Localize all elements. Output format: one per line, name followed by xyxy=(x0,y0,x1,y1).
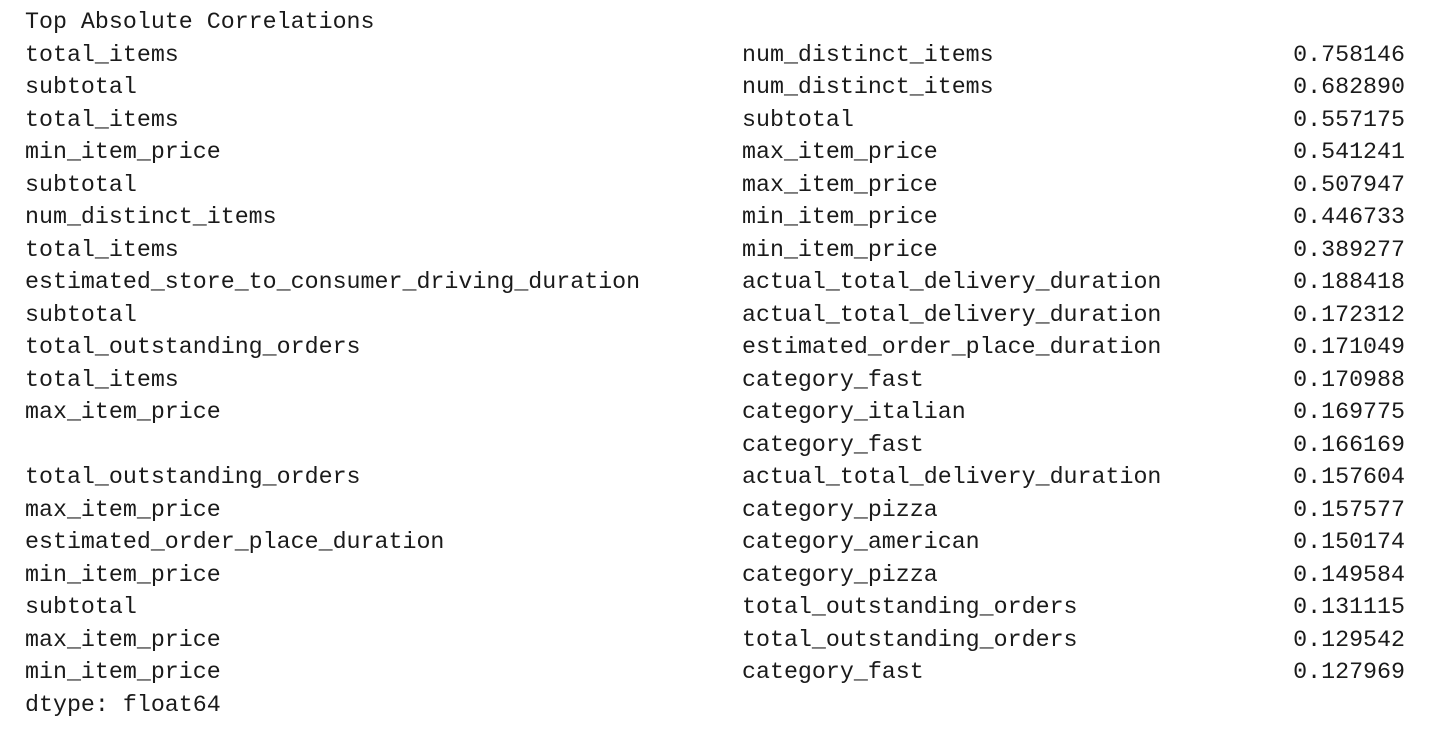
feature-a: total_outstanding_orders xyxy=(25,334,361,360)
feature-b: category_italian xyxy=(742,399,966,425)
correlation-value: 0.171049 xyxy=(1293,334,1405,360)
correlation-value: 0.131115 xyxy=(1293,594,1405,620)
feature-a: max_item_price xyxy=(25,399,221,425)
table-row: min_item_price category_fast 0.127969 xyxy=(25,656,1405,689)
feature-b: max_item_price xyxy=(742,171,938,198)
correlation-value: 0.682890 xyxy=(1293,74,1405,100)
correlation-value: 0.129542 xyxy=(1293,626,1405,653)
feature-b: category_pizza xyxy=(742,561,938,588)
feature-a: subtotal xyxy=(25,301,137,328)
table-row: estimated_store_to_consumer_driving_dura… xyxy=(25,266,1405,299)
table-row: max_item_price category_pizza 0.157577 xyxy=(25,494,1405,527)
feature-b: actual_total_delivery_duration xyxy=(742,464,1162,490)
feature-b: estimated_order_place_duration xyxy=(742,334,1162,360)
feature-b: num_distinct_items xyxy=(742,74,994,100)
correlation-value: 0.507947 xyxy=(1293,171,1405,198)
table-row: total_items category_fast 0.170988 xyxy=(25,364,1405,397)
feature-b: num_distinct_items xyxy=(742,41,994,68)
correlation-value: 0.166169 xyxy=(1293,431,1405,458)
correlation-value: 0.170988 xyxy=(1293,366,1405,393)
feature-a: subtotal xyxy=(25,594,137,620)
feature-b: actual_total_delivery_duration xyxy=(742,301,1162,328)
feature-a: subtotal xyxy=(25,74,137,100)
correlation-value: 0.150174 xyxy=(1293,529,1405,555)
feature-a: total_items xyxy=(25,41,179,68)
table-row: total_items subtotal 0.557175 xyxy=(25,104,1405,137)
feature-b: total_outstanding_orders xyxy=(742,626,1078,653)
correlation-value: 0.188418 xyxy=(1293,269,1405,295)
table-row: max_item_price total_outstanding_orders 0.… xyxy=(25,624,1405,657)
feature-a: max_item_price xyxy=(25,626,221,653)
feature-b: category_american xyxy=(742,529,980,555)
feature-b: category_fast xyxy=(742,366,924,393)
dtype-footer: dtype: float64 xyxy=(25,691,221,718)
correlation-value: 0.157577 xyxy=(1293,496,1405,523)
table-row: min_item_price category_pizza 0.149584 xyxy=(25,559,1405,592)
feature-b: min_item_price xyxy=(742,236,938,263)
feature-b: category_fast xyxy=(742,659,924,685)
correlation-value: 0.758146 xyxy=(1293,41,1405,68)
table-row: subtotal max_item_price 0.507947 xyxy=(25,169,1405,202)
table-row: subtotal actual_total_delivery_duration 0.… xyxy=(25,299,1405,332)
table-row: min_item_price max_item_price 0.541241 xyxy=(25,136,1405,169)
correlation-value: 0.557175 xyxy=(1293,106,1405,133)
correlation-value: 0.149584 xyxy=(1293,561,1405,588)
feature-a: total_items xyxy=(25,236,179,263)
correlation-value: 0.157604 xyxy=(1293,464,1405,490)
feature-b: category_pizza xyxy=(742,496,938,523)
feature-b: min_item_price xyxy=(742,204,938,230)
correlation-value: 0.127969 xyxy=(1293,659,1405,685)
feature-b: subtotal xyxy=(742,106,854,133)
table-row: total_items num_distinct_items 0.758146 xyxy=(25,39,1405,72)
feature-b: category_fast xyxy=(742,431,924,458)
feature-b: actual_total_delivery_duration xyxy=(742,269,1162,295)
feature-a: num_distinct_items xyxy=(25,204,277,230)
table-row: subtotal total_outstanding_orders 0.131115 xyxy=(25,591,1405,624)
correlation-table: total_items num_distinct_items 0.758146 sub… xyxy=(25,39,1405,689)
correlation-value: 0.446733 xyxy=(1293,204,1405,230)
feature-a: min_item_price xyxy=(25,139,221,165)
table-row: total_outstanding_orders actual_total_del… xyxy=(25,461,1405,494)
feature-b: total_outstanding_orders xyxy=(742,594,1078,620)
table-row: total_items min_item_price 0.389277 xyxy=(25,234,1405,267)
table-row: total_outstanding_orders estimated_order_… xyxy=(25,331,1405,364)
feature-a: min_item_price xyxy=(25,561,221,588)
output-header: Top Absolute Correlations xyxy=(25,9,375,35)
feature-a: estimated_order_place_duration xyxy=(25,529,445,555)
feature-a: total_items xyxy=(25,106,179,133)
correlation-value: 0.169775 xyxy=(1293,399,1405,425)
table-row: subtotal num_distinct_items 0.682890 xyxy=(25,71,1405,104)
feature-a: estimated_store_to_consumer_driving_dura… xyxy=(25,269,641,295)
feature-a: max_item_price xyxy=(25,496,221,523)
correlation-value: 0.389277 xyxy=(1293,236,1405,263)
table-row: num_distinct_items min_item_price 0.446733 xyxy=(25,201,1405,234)
feature-a: total_outstanding_orders xyxy=(25,464,361,490)
feature-a: total_items xyxy=(25,366,179,393)
feature-a: min_item_price xyxy=(25,659,221,685)
feature-a: subtotal xyxy=(25,171,137,198)
feature-b: max_item_price xyxy=(742,139,938,165)
table-row: max_item_price category_italian 0.169775 xyxy=(25,396,1405,429)
correlation-value: 0.172312 xyxy=(1293,301,1405,328)
table-row: category_fast 0.166169 xyxy=(25,429,1405,462)
correlation-value: 0.541241 xyxy=(1293,139,1405,165)
table-row: estimated_order_place_duration category_a… xyxy=(25,526,1405,559)
